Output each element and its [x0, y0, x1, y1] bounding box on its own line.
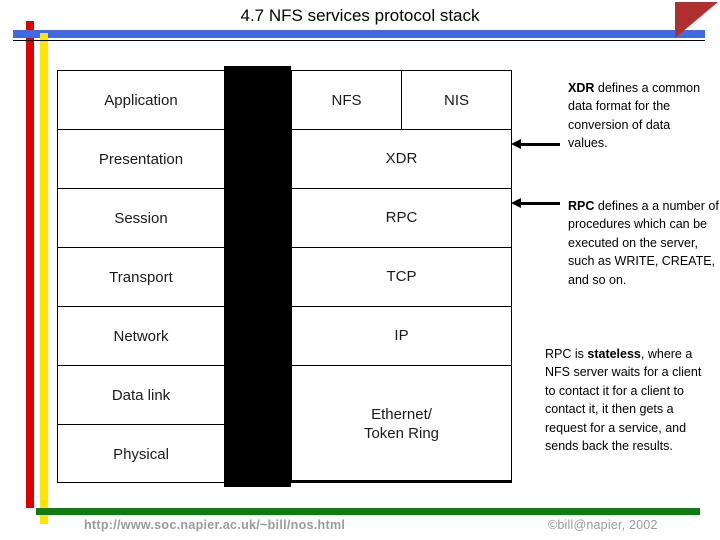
- protocol-rpc: RPC: [292, 189, 511, 248]
- note-rpc-body: defines a a number of procedures which c…: [568, 199, 719, 287]
- protocol-xdr: XDR: [292, 130, 511, 189]
- protocol-stack-diagram: Application Presentation Session Transpo…: [57, 66, 512, 487]
- protocol-application-row: NFS NIS: [292, 71, 511, 130]
- protocol-column: NFS NIS XDR RPC TCP IP Ethernet/ Token R…: [291, 70, 512, 483]
- footer-url[interactable]: http://www.soc.napier.ac.uk/~bill/nos.ht…: [84, 518, 346, 532]
- arrow-to-rpc-icon: [511, 198, 561, 209]
- osi-layer-session: Session: [58, 189, 224, 248]
- arrow-to-xdr-icon: [511, 139, 561, 150]
- page-title: 4.7 NFS services protocol stack: [240, 6, 480, 25]
- note-rpc-lead: RPC: [568, 199, 595, 213]
- red-vertical-bar: [26, 21, 34, 508]
- osi-layer-network: Network: [58, 307, 224, 366]
- protocol-nfs: NFS: [292, 71, 402, 129]
- yellow-vertical-bar: [40, 33, 48, 524]
- note-stateless-emphasis: stateless: [587, 347, 641, 361]
- protocol-nis: NIS: [443, 91, 469, 109]
- osi-layer-column: Application Presentation Session Transpo…: [57, 70, 225, 483]
- osi-layer-physical: Physical: [113, 446, 169, 463]
- osi-layer-data-link: Data link: [58, 366, 224, 425]
- note-rpc: RPC defines a a number of procedures whi…: [568, 197, 720, 289]
- protocol-ethernet-token-ring: Ethernet/ Token Ring: [292, 366, 511, 484]
- note-xdr-body: defines a common data format for the con…: [568, 81, 701, 151]
- protocol-tcp: TCP: [292, 248, 511, 307]
- footer-copyright: ©bill@napier, 2002: [548, 518, 658, 532]
- corner-triangle-decoration: [675, 2, 718, 38]
- note-stateless-prefix: RPC is: [545, 347, 588, 361]
- header-rule: [13, 40, 705, 41]
- osi-layer-application: Application: [58, 71, 224, 130]
- note-stateless: RPC is stateless, where a NFS server wai…: [545, 345, 715, 455]
- osi-layer-transport: Transport: [58, 248, 224, 307]
- note-xdr-lead: XDR: [568, 81, 595, 95]
- protocol-ip: IP: [292, 307, 511, 366]
- osi-layer-presentation: Presentation: [58, 130, 224, 189]
- note-xdr: XDR defines a common data format for the…: [568, 79, 713, 153]
- blue-horizontal-bar: [13, 30, 705, 38]
- black-separator-column: [224, 66, 291, 487]
- green-footer-bar: [36, 508, 700, 515]
- protocol-ethernet-line2: Token Ring: [363, 425, 440, 442]
- note-stateless-body: , where a NFS server waits for a client …: [545, 347, 702, 453]
- protocol-ethernet-line1: Ethernet/: [371, 406, 432, 424]
